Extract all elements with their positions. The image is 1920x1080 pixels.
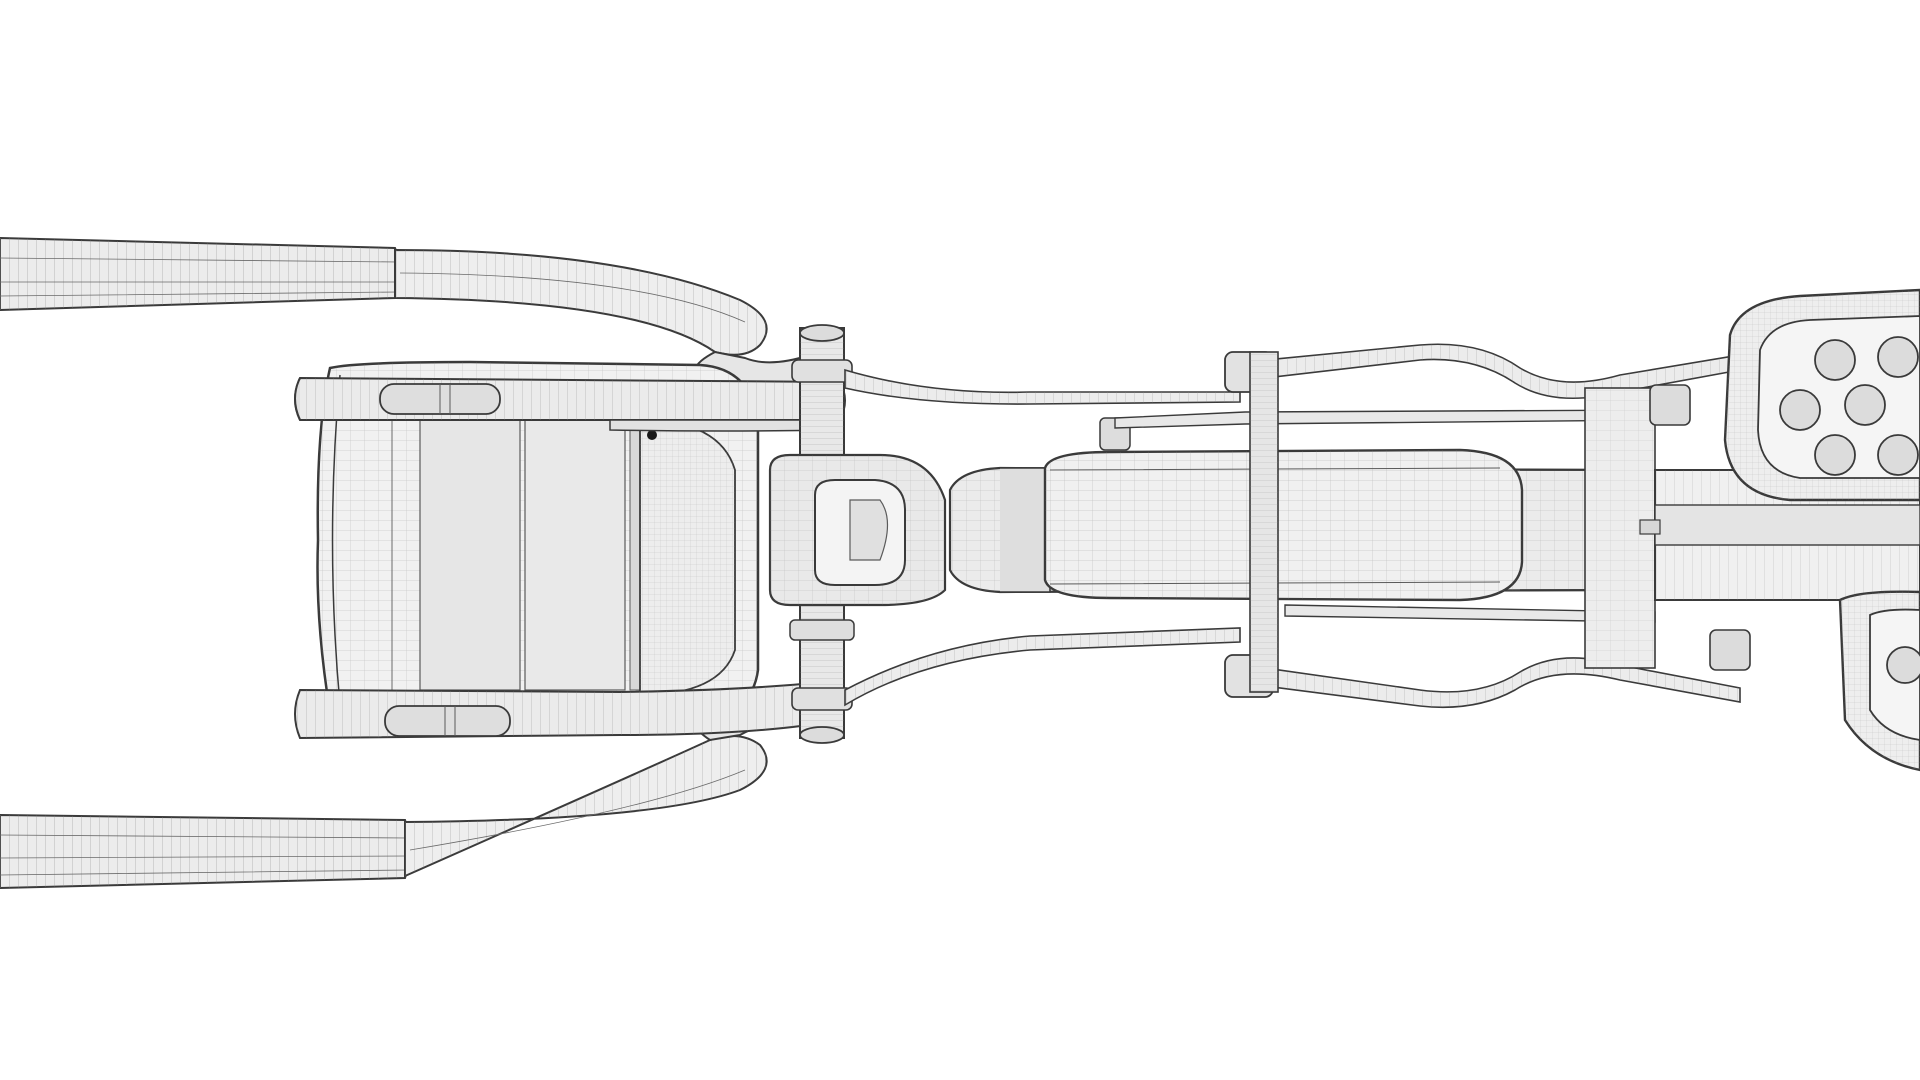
rear-frame <box>1639 469 1920 601</box>
pedal-upper <box>1723 288 1920 502</box>
pedal-grip-stud-icon <box>1814 339 1856 381</box>
console-unit <box>316 360 760 724</box>
pedal-arm-lower <box>1224 604 1741 709</box>
lower-rail <box>844 627 1241 707</box>
yoke-connector <box>768 453 947 607</box>
lower-arm-handle <box>0 695 821 890</box>
fixed-handlebar-bottom <box>294 678 841 740</box>
fixed-handlebar-top <box>294 376 846 432</box>
flywheel-shroud <box>1043 448 1651 602</box>
upper-rail <box>844 368 1241 405</box>
sensor-dot-icon <box>647 430 657 440</box>
pedal-lower <box>1838 590 1920 772</box>
